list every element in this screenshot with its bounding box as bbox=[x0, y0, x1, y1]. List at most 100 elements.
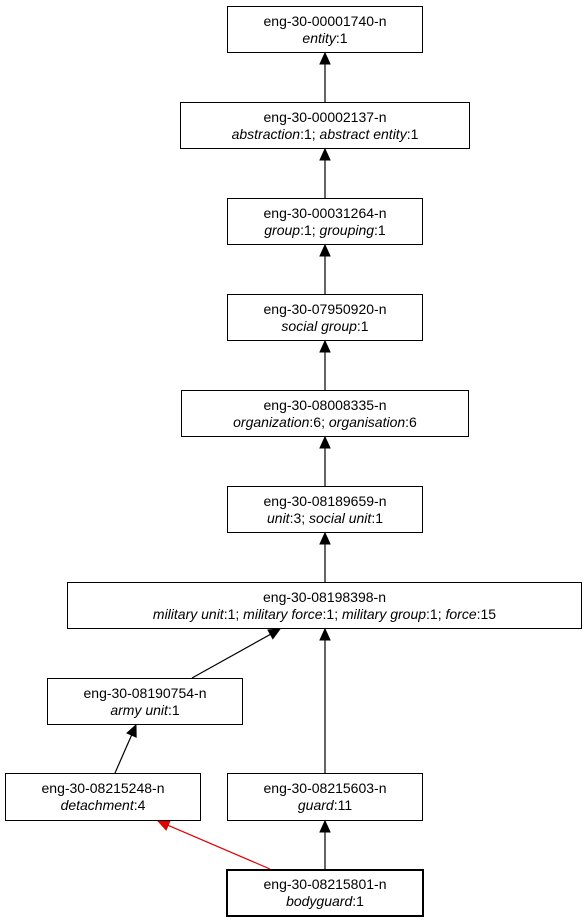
lemma-word: entity bbox=[302, 29, 336, 46]
hypernym-edge bbox=[319, 243, 331, 294]
lemma-sense: :1 bbox=[374, 221, 386, 238]
synset-lemmas: social group:1 bbox=[281, 318, 368, 335]
synset-lemmas: unit:3; social unit:1 bbox=[267, 510, 383, 527]
lemma-word: grouping bbox=[319, 221, 375, 238]
synset-lemmas: bodyguard:1 bbox=[286, 893, 364, 910]
lemma-word: organisation bbox=[328, 413, 406, 430]
synset-id: eng-30-08008335-n bbox=[263, 396, 387, 413]
synset-id: eng-30-00001740-n bbox=[263, 12, 387, 29]
hypernym-edge bbox=[319, 147, 331, 198]
lemma-word: force bbox=[445, 605, 477, 622]
lemma-sense: :3 bbox=[289, 509, 302, 526]
lemma-word: guard bbox=[297, 797, 334, 813]
lemma-sense: :1 bbox=[356, 317, 369, 334]
lemma-word: army unit bbox=[110, 701, 168, 718]
edge-line bbox=[191, 633, 271, 679]
synset-lemmas: military unit:1; military force:1; milit… bbox=[153, 606, 496, 623]
edge-line bbox=[167, 824, 271, 870]
lemma-word: unit bbox=[267, 509, 290, 526]
arrowhead-icon bbox=[319, 51, 331, 65]
arrowhead-icon bbox=[319, 627, 331, 641]
lemma-separator: ; bbox=[311, 221, 320, 238]
synset-id: eng-30-08215801-n bbox=[263, 876, 387, 892]
lemma-sense: :1 bbox=[300, 125, 312, 142]
lemma-separator: ; bbox=[437, 605, 446, 622]
lemma-sense: :1 bbox=[406, 125, 419, 142]
synset-lemmas: organization:6; organisation:6 bbox=[233, 414, 417, 431]
lemma-sense: :1 bbox=[371, 509, 383, 526]
lemma-sense: :6 bbox=[309, 413, 322, 430]
hypernym-edge bbox=[191, 628, 282, 679]
lemma-separator: ; bbox=[321, 413, 329, 430]
hypernym-edge bbox=[156, 820, 271, 870]
lemma-sense: :1 bbox=[335, 29, 348, 46]
lemma-word: social unit bbox=[309, 509, 372, 526]
arrowhead-icon bbox=[126, 723, 137, 738]
synset-lemmas: entity:1 bbox=[302, 30, 347, 47]
arrowhead-icon bbox=[319, 531, 331, 545]
hypernym-edge bbox=[319, 627, 331, 773]
edge-line bbox=[114, 734, 133, 774]
synset-lemmas: army unit:1 bbox=[110, 702, 179, 719]
lemma-word: group bbox=[264, 221, 301, 238]
arrowhead-icon bbox=[319, 819, 331, 833]
lemma-separator: ; bbox=[334, 605, 342, 622]
synset-id: eng-30-08215248-n bbox=[41, 780, 165, 796]
synset-id: eng-30-00002137-n bbox=[263, 108, 387, 125]
synset-lemmas: guard:11 bbox=[298, 797, 352, 814]
synset-lemmas: detachment:4 bbox=[61, 797, 146, 814]
lemma-word: social group bbox=[281, 317, 357, 334]
hypernym-edge bbox=[114, 723, 137, 774]
hypernym-edge bbox=[319, 819, 331, 869]
lemma-sense: :1 bbox=[352, 893, 364, 909]
synset-lemmas: group:1; grouping:1 bbox=[264, 222, 385, 239]
synset-id: eng-30-08215603-n bbox=[263, 780, 387, 796]
synset-id: eng-30-08189659-n bbox=[263, 492, 387, 509]
lemma-sense: :4 bbox=[133, 797, 146, 813]
lemma-sense: :1 bbox=[223, 605, 236, 622]
lemma-word: bodyguard bbox=[286, 893, 353, 909]
lemma-separator: ; bbox=[311, 125, 320, 142]
arrowhead-icon bbox=[319, 339, 331, 353]
synset-id: eng-30-07950920-n bbox=[263, 300, 387, 317]
arrowhead-icon bbox=[156, 820, 171, 831]
arrowhead-icon bbox=[319, 435, 331, 449]
lemma-sense: :1 bbox=[322, 605, 335, 622]
lemma-word: organization bbox=[233, 413, 310, 430]
synset-id: eng-30-08198398-n bbox=[263, 588, 386, 605]
lemma-sense: :1 bbox=[167, 701, 180, 718]
lemma-word: military force bbox=[243, 605, 323, 622]
hypernym-edge bbox=[319, 531, 331, 582]
lemma-sense: :1 bbox=[426, 605, 438, 622]
lemma-separator: ; bbox=[301, 509, 310, 526]
synset-id: eng-30-00031264-n bbox=[263, 204, 387, 221]
synset-id: eng-30-08190754-n bbox=[83, 684, 207, 701]
lemma-word: abstraction bbox=[231, 125, 301, 142]
hypernym-edge bbox=[319, 339, 331, 390]
lemma-word: abstract entity bbox=[319, 125, 407, 142]
lemma-word: military group bbox=[342, 605, 427, 622]
lemma-sense: :11 bbox=[333, 797, 353, 813]
lemma-word: detachment bbox=[60, 797, 134, 813]
arrowhead-icon bbox=[319, 147, 331, 161]
lemma-word: military unit bbox=[152, 605, 224, 622]
hypernym-edge bbox=[319, 51, 331, 102]
hypernym-edge bbox=[319, 435, 331, 486]
lemma-sense: :15 bbox=[476, 605, 497, 622]
arrowhead-icon bbox=[267, 628, 282, 640]
lemma-sense: :6 bbox=[405, 413, 417, 430]
synset-lemmas: abstraction:1; abstract entity:1 bbox=[232, 126, 419, 143]
